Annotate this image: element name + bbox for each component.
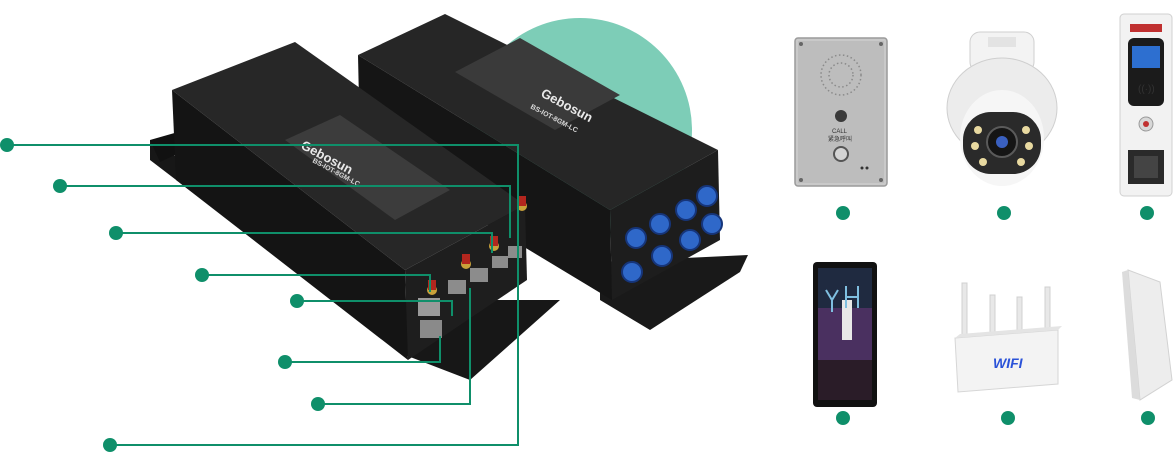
front-box-ports: [418, 246, 522, 338]
device-dot-2: [997, 206, 1011, 220]
callout-dot-1: [0, 138, 14, 152]
rear-box-connectors: [621, 185, 723, 283]
advertising-display-icon: [813, 262, 877, 407]
device-dot-1: [836, 206, 850, 220]
callout-lines: [7, 144, 519, 446]
callout-dot-4: [195, 268, 209, 282]
intercom-sub-label: 紧急呼叫: [828, 135, 852, 143]
intercom-panel-icon: CALL 紧急呼叫: [794, 37, 888, 187]
antenna-connectors: [427, 196, 527, 295]
device-dot-4: [836, 411, 850, 425]
callout-dot-6: [278, 355, 292, 369]
callout-dot-5: [290, 294, 304, 308]
device-dot-5: [1001, 411, 1015, 425]
callout-dot-3: [109, 226, 123, 240]
device-dot-6: [1141, 411, 1155, 425]
callout-dot-2: [53, 179, 67, 193]
ptz-camera-icon: [946, 31, 1058, 186]
callout-dots: [0, 138, 325, 452]
callout-dot-8: [103, 438, 117, 452]
intercom-call-label: CALL: [832, 129, 848, 135]
callout-dot-7: [311, 397, 325, 411]
wifi-router-icon: WIFI: [954, 282, 1062, 393]
wall-panel-icon: [1122, 269, 1173, 401]
router-wifi-label: WIFI: [993, 355, 1024, 371]
device-dot-3: [1140, 206, 1154, 220]
svg-text:((·)): ((·)): [1138, 84, 1155, 95]
access-terminal-icon: ((·)): [1119, 13, 1173, 197]
front-box: Gebosun BS-IOT-8GM-LC: [150, 42, 560, 380]
